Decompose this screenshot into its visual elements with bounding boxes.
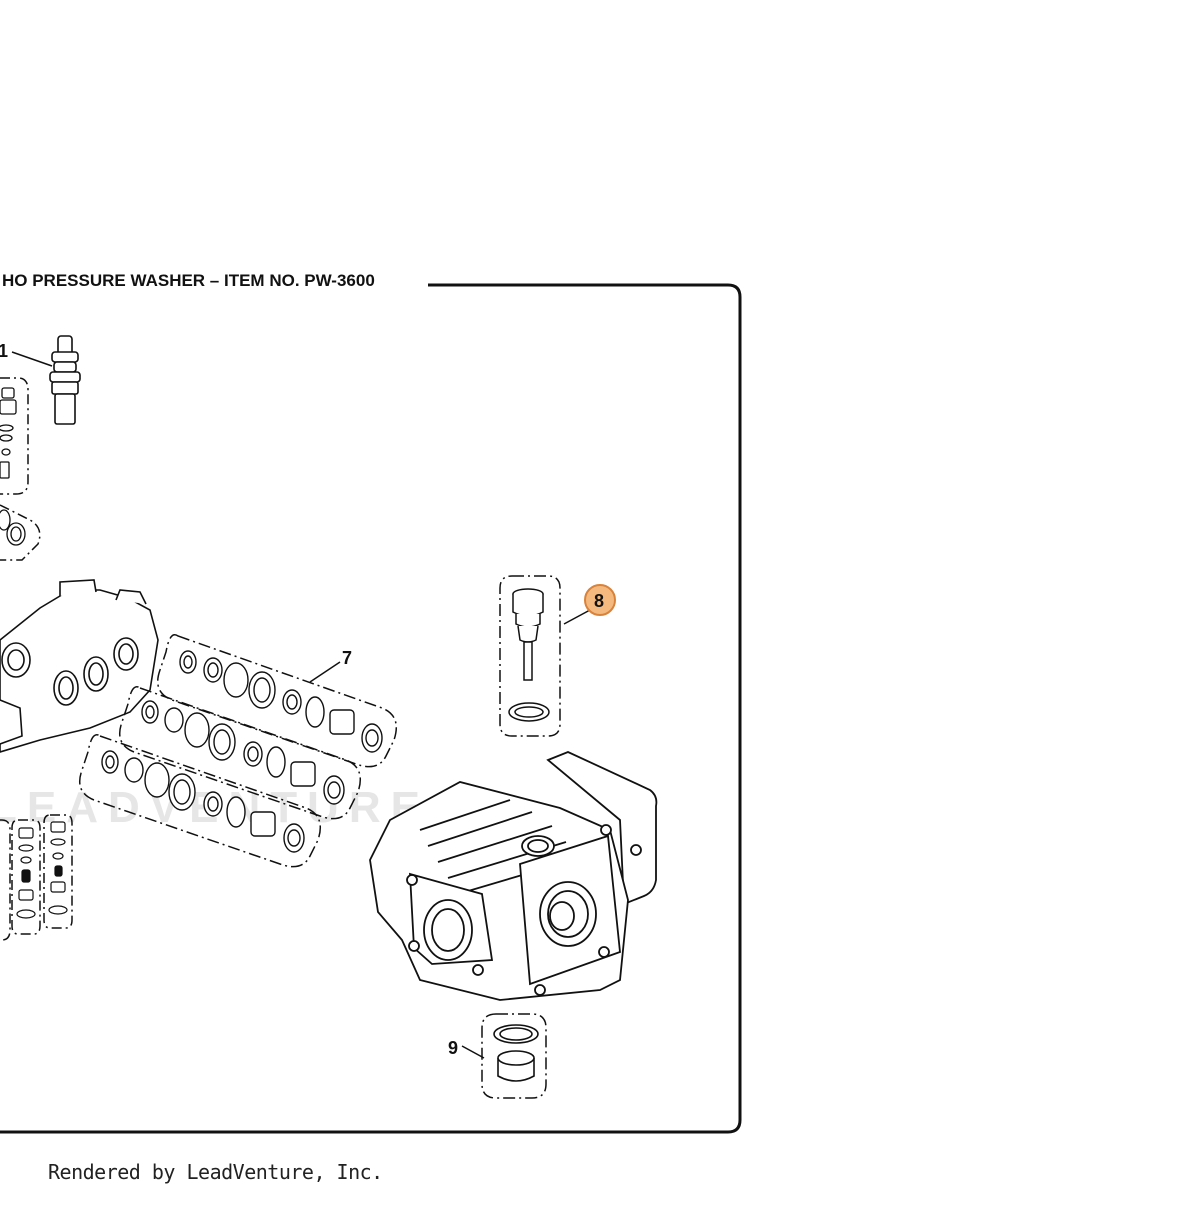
part-manifold[interactable]: [0, 579, 159, 753]
callout-8-label[interactable]: 8: [594, 591, 604, 611]
part-seal-kit-row-3[interactable]: [79, 734, 321, 868]
frame-border: [0, 283, 742, 1134]
part-dipstick[interactable]: [499, 575, 561, 737]
callout-9-leader: [461, 1045, 485, 1059]
part-group-left-upper: [0, 377, 29, 495]
left-middle-parts: [0, 509, 26, 546]
part-oil-seal[interactable]: [481, 1013, 547, 1099]
callout-7-leader: [309, 661, 341, 683]
diagram-title: HO PRESSURE WASHER – ITEM NO. PW-3600: [2, 271, 375, 290]
part-check-valve-stacks[interactable]: [0, 814, 73, 941]
callout-7-label[interactable]: 7: [342, 648, 352, 668]
footer-credit: Rendered by LeadVenture, Inc.: [48, 1160, 383, 1184]
part-group-left-middle: [0, 504, 41, 561]
callout-1-label[interactable]: 1: [0, 341, 8, 361]
part-seal-kit-row-2[interactable]: [119, 686, 361, 820]
callout-1-leader: [11, 351, 53, 367]
callout-9-label[interactable]: 9: [448, 1038, 458, 1058]
callout-8-leader: [563, 609, 591, 625]
part-unloader-valve[interactable]: [49, 335, 81, 425]
callout-8-highlight[interactable]: [584, 584, 616, 616]
part-seal-kit-row-1[interactable]: [157, 634, 397, 768]
left-upper-parts: [0, 387, 17, 479]
part-pump-crankcase[interactable]: [369, 751, 658, 1001]
